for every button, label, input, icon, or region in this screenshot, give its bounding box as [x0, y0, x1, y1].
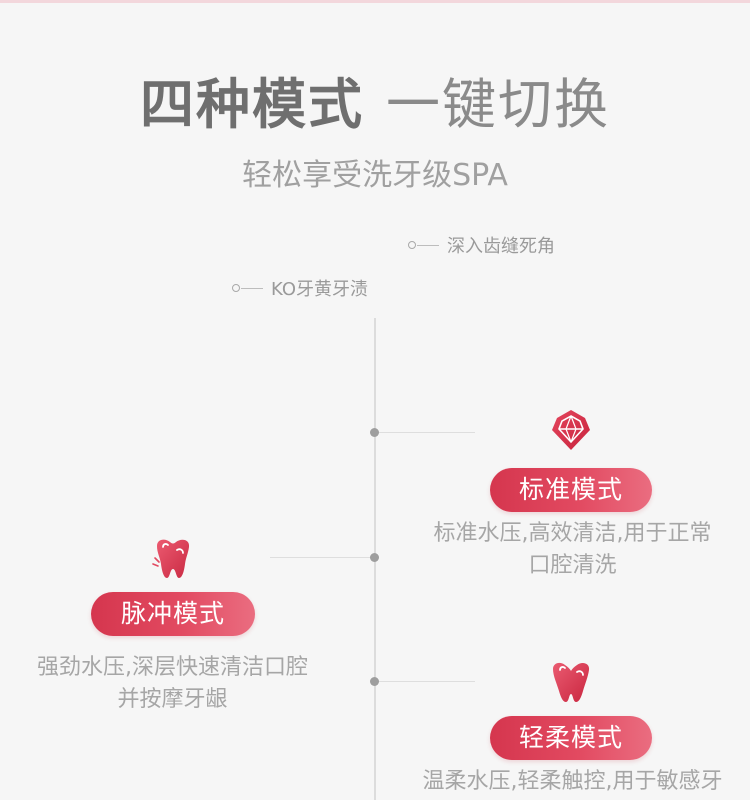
desc-line: 强劲水压,深层快速清洁口腔 [37, 655, 308, 680]
callout-label: KO牙黄牙渍 [271, 279, 368, 300]
diamond-icon [552, 410, 590, 450]
timeline-node-standard [370, 428, 379, 437]
callout-dot-icon [408, 241, 416, 249]
title-light: 一键切换 [386, 73, 610, 136]
mode-desc-gentle: 温柔水压,轻柔触控,用于敏感牙 [400, 766, 745, 798]
callout-dash [241, 287, 263, 289]
tooth-icon [152, 539, 190, 578]
desc-line: 温柔水压,轻柔触控,用于敏感牙 [422, 769, 723, 794]
mode-pill-pulse: 脉冲模式 [91, 592, 255, 636]
page-subtitle: 轻松享受洗牙级SPA [242, 158, 508, 193]
mode-pill-gentle: 轻柔模式 [490, 716, 652, 760]
top-accent-bar [0, 0, 750, 3]
connector-pulse [270, 557, 375, 558]
desc-line: 标准水压,高效清洁,用于正常 [433, 521, 712, 546]
connector-standard [375, 432, 475, 433]
callout-label: 深入齿缝死角 [447, 236, 555, 257]
callout-dash [417, 244, 439, 246]
heart-tooth-icon [553, 662, 590, 702]
mode-pill-standard: 标准模式 [490, 468, 652, 512]
mode-desc-standard: 标准水压,高效清洁,用于正常 口腔清洗 [415, 518, 730, 582]
callout-dot-icon [232, 284, 240, 292]
timeline-node-pulse [370, 553, 379, 562]
desc-line: 并按摩牙龈 [117, 687, 228, 712]
page-title: 四种模式一键切换 [0, 72, 750, 138]
callout-deep-clean: 深入齿缝死角 [408, 232, 555, 258]
connector-gentle [375, 681, 475, 682]
callout-stain-removal: KO牙黄牙渍 [232, 275, 368, 301]
title-bold: 四种模式 [140, 73, 364, 136]
timeline-node-gentle [370, 677, 379, 686]
mode-desc-pulse: 强劲水压,深层快速清洁口腔 并按摩牙龈 [15, 652, 330, 716]
desc-line: 口腔清洗 [528, 553, 617, 578]
